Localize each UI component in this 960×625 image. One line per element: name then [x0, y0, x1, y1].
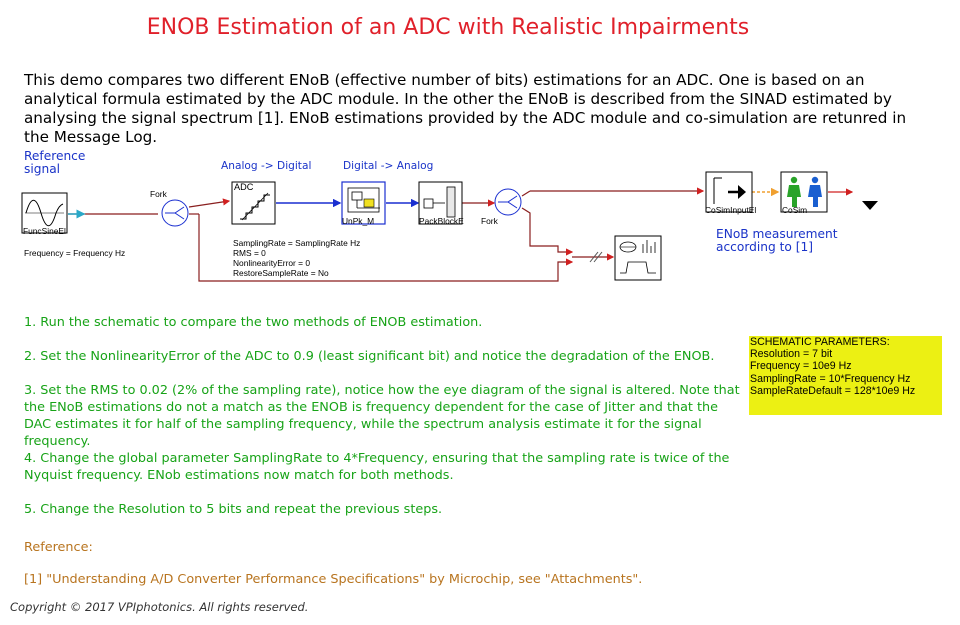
reference-heading: Reference: [24, 540, 93, 555]
sink-terminator[interactable] [862, 201, 878, 210]
reference-item[interactable]: [1] "Understanding A/D Converter Perform… [24, 572, 643, 587]
step-4: 4. Change the global parameter SamplingR… [24, 451, 730, 483]
step-5: 5. Change the Resolution to 5 bits and r… [24, 502, 443, 517]
func-sine-block[interactable] [21, 192, 68, 234]
unpack-block[interactable] [341, 181, 386, 225]
frequency-param: Frequency = Frequency Hz [24, 248, 126, 258]
cosim-block[interactable] [780, 171, 828, 213]
parameters-heading: SCHEMATIC PARAMETERS: [750, 336, 890, 348]
schematic-parameters-box: SCHEMATIC PARAMETERS: Resolution = 7 bit… [749, 336, 942, 415]
wires [68, 187, 854, 282]
adc-param-nonlinearity: NonlinearityError = 0 [233, 258, 311, 268]
digital-to-analog-label: Digital -> Analog [343, 160, 434, 172]
enob-measurement-label: ENoB measurement [716, 227, 838, 241]
signal-analyzer-block[interactable] [614, 235, 662, 281]
analog-to-digital-label: Analog -> Digital [221, 160, 312, 172]
adc-title: ADC [234, 182, 254, 192]
parameter-resolution: Resolution = 7 bit [750, 348, 833, 361]
cosim-input-name: CoSimInputEl [705, 205, 757, 215]
adc-param-rms: RMS = 0 [233, 248, 266, 258]
parameter-frequency: Frequency = 10e9 Hz [750, 360, 852, 373]
adc-block[interactable] [231, 181, 276, 225]
adc-param-sampling-rate: SamplingRate = SamplingRate Hz [233, 238, 361, 248]
step-1: 1. Run the schematic to compare the two … [24, 315, 483, 330]
page-title: ENOB Estimation of an ADC with Realistic… [146, 15, 750, 40]
intro-paragraph: This demo compares two different ENoB (e… [24, 71, 907, 146]
fork-2-name: Fork [481, 216, 498, 226]
cosim-input-block[interactable] [705, 171, 753, 213]
step-2: 2. Set the NonlinearityError of the ADC … [24, 349, 715, 364]
fork-2-block[interactable] [494, 188, 522, 216]
parameter-sample-rate-default: SampleRateDefault = 128*10e9 Hz [750, 384, 916, 397]
fork-1-name: Fork [150, 189, 167, 199]
pack-block[interactable] [418, 181, 463, 225]
reference-signal-label-2: signal [24, 162, 61, 176]
reference-signal-label: Reference [24, 149, 86, 163]
copyright-notice: Copyright © 2017 VPIphotonics. All right… [10, 600, 309, 614]
fork-1-block[interactable] [161, 199, 189, 227]
adc-param-restore: RestoreSampleRate = No [233, 268, 329, 278]
parameter-sampling-rate: SamplingRate = 10*Frequency Hz [750, 372, 911, 385]
func-sine-name: FuncSineEl [23, 226, 66, 236]
step-3: 3. Set the RMS to 0.02 (2% of the sampli… [24, 383, 740, 449]
enob-measurement-label-2: according to [1] [716, 240, 813, 254]
cosim-name: CoSim [782, 205, 808, 215]
unpack-name: UnPk_M [342, 216, 375, 226]
pack-name: PackBlockE [419, 216, 464, 226]
